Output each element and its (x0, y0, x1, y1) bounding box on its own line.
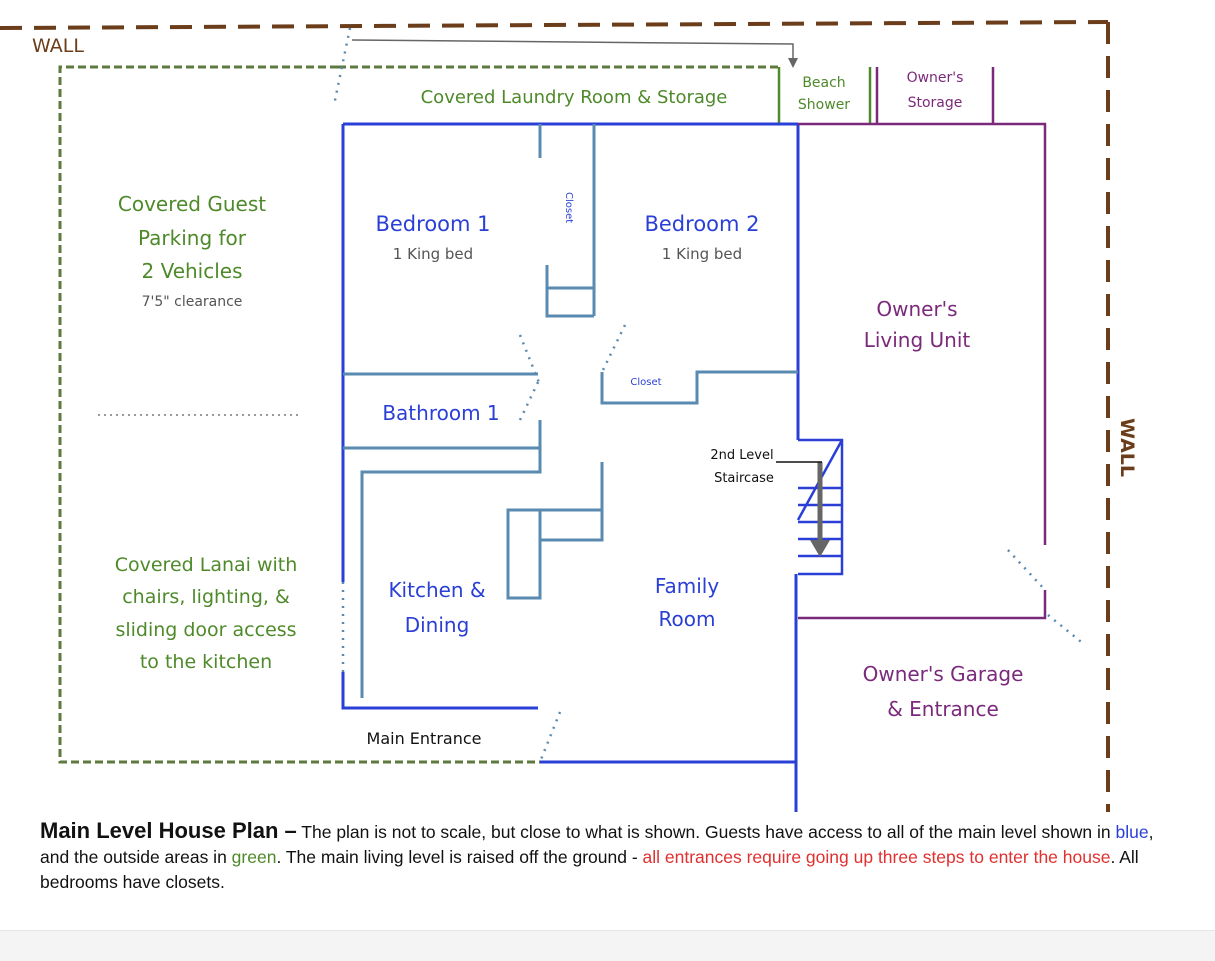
property-wall (0, 20, 1110, 812)
floor-plan-diagram: WALL WALL Covered Laundry Room & Storage… (0, 20, 1138, 812)
utility-walls (777, 67, 995, 124)
caption-green-word: green (231, 847, 277, 867)
lanai-label-line2: chairs, lighting, & (122, 586, 290, 608)
kitchen-counter (508, 508, 604, 542)
caption-text-2: , and the outside areas in (40, 822, 1154, 867)
caption-blue-word: blue (1115, 822, 1149, 842)
parking-clearance-label: 7'5" clearance (142, 294, 243, 310)
staircase-label-line2: Staircase (714, 471, 774, 486)
interior-walls (343, 124, 798, 698)
guest-outside-boundary (58, 65, 540, 764)
kitchen-island (506, 508, 542, 600)
laundry-door-dots (332, 27, 352, 106)
garage-label-line2: & Entrance (887, 697, 999, 721)
family-room-label-line2: Room (659, 607, 716, 631)
wall-right-label: WALL (1116, 418, 1138, 477)
bottom-strip (0, 930, 1215, 961)
lanai-label-line1: Covered Lanai with (115, 554, 298, 576)
door-openings (332, 27, 1086, 763)
garage-label-line1: Owner's Garage (863, 662, 1024, 686)
closet-vertical-label: Closet (563, 192, 574, 223)
top-property-wall (0, 20, 1109, 30)
kitchen-label-line1: Kitchen & (388, 578, 485, 602)
bedroom2-label: Bedroom 2 (644, 212, 759, 236)
closet-small-label: Closet (630, 377, 661, 388)
bedroom1-bed-label: 1 King bed (393, 245, 473, 263)
main-entrance-label: Main Entrance (367, 729, 482, 748)
owner-unit-bottom-wall (798, 590, 1047, 620)
caption-title: Main Level House Plan – (40, 818, 297, 843)
caption-text-3: . The main living level is raised off th… (276, 847, 643, 867)
wall-top-label: WALL (32, 35, 84, 57)
beach-shower-label-line2: Shower (798, 97, 850, 113)
bedroom1-door-dots (518, 334, 542, 386)
bedroom2-closet-wall (600, 370, 798, 405)
parking-label-line2: Parking for (138, 226, 247, 250)
bathroom-door-dots (518, 377, 542, 421)
parking-label-line1: Covered Guest (118, 192, 266, 216)
owners-storage-label-line2: Storage (908, 95, 963, 111)
family-room-label-line1: Family (655, 574, 720, 598)
bedroom2-bed-label: 1 King bed (662, 245, 742, 263)
staircase-arrow (810, 462, 830, 557)
caption-red-text: all entrances require going up three ste… (642, 847, 1111, 867)
bedroom2-door-dots (600, 324, 627, 373)
owner-garage-door-dots (1047, 614, 1086, 646)
guest-level-walls (341, 122, 800, 812)
beach-shower-arrow (351, 39, 798, 68)
owners-unit-label-line1: Owner's (876, 297, 957, 321)
parking-label-line3: 2 Vehicles (141, 259, 242, 283)
caption-text-4: . All bedrooms have closets. (40, 847, 1139, 892)
main-entrance-door-dots (538, 711, 562, 763)
bedroom1-label: Bedroom 1 (375, 212, 490, 236)
lanai-label-line4: to the kitchen (140, 651, 272, 673)
lanai-label-line3: sliding door access (115, 619, 296, 641)
kitchen-label-line2: Dining (405, 613, 470, 637)
owners-storage-label-line1: Owner's (907, 70, 964, 86)
bathroom-label: Bathroom 1 (382, 401, 499, 425)
caption-text-1: The plan is not to scale, but close to w… (296, 822, 1116, 842)
owners-unit-label-line2: Living Unit (864, 328, 971, 352)
staircase-label-line1: 2nd Level (710, 448, 773, 463)
beach-shower-label-line1: Beach (802, 75, 845, 91)
outside-area-boundary (58, 65, 780, 764)
closet-wall (545, 265, 594, 318)
kitchen-inner-wall (360, 448, 542, 698)
owner-unit-door-dots (1007, 549, 1046, 591)
owner-unit-outer-wall (798, 122, 1047, 545)
guest-left-wall-lower (341, 672, 538, 710)
plan-caption: Main Level House Plan – The plan is not … (40, 818, 1180, 895)
owner-unit-walls (798, 122, 1047, 620)
laundry-label: Covered Laundry Room & Storage (421, 87, 728, 108)
